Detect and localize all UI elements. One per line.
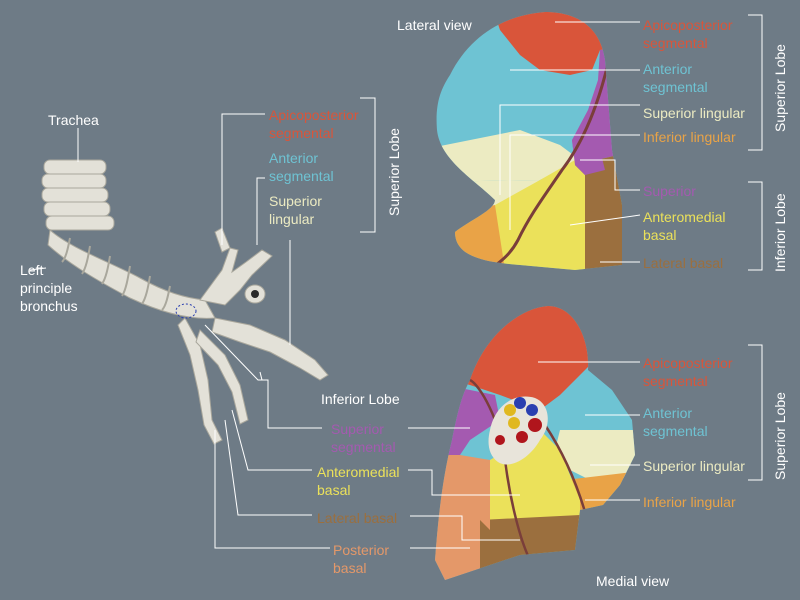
lateral-region-lateral-basal bbox=[575, 150, 622, 270]
carina-marker-icon bbox=[175, 303, 197, 319]
medial-apicoposterior-label: Apicoposterior segmental bbox=[643, 355, 733, 389]
bronchus-cross-section-icon-2 bbox=[508, 417, 520, 429]
medial-inferior-lingular-label: Inferior lingular bbox=[643, 494, 736, 510]
lower-branch-shape bbox=[177, 317, 223, 445]
pulmonary-artery-icon-2 bbox=[526, 404, 538, 416]
lateral-superior-label: Superior bbox=[643, 183, 696, 199]
lateral-anterior-label: Anterior segmental bbox=[643, 61, 708, 95]
bronchus-cross-section-icon bbox=[504, 404, 516, 416]
bronchus-anterior-label: Anterior segmental bbox=[269, 150, 334, 184]
lateral-view-title: Lateral view bbox=[397, 17, 472, 33]
lingular-branch-shape bbox=[211, 317, 329, 381]
medial-region-lateral-basal bbox=[480, 515, 590, 580]
medial-region-posterior-basal bbox=[435, 455, 490, 580]
left-bronchus-label: Left principle bronchus bbox=[20, 262, 78, 314]
bronchus-lateral-basal-label: Lateral basal bbox=[317, 510, 398, 526]
lateral-inferior-lobe-label: Inferior Lobe bbox=[772, 193, 788, 272]
lateral-lung bbox=[436, 12, 622, 270]
bronchus-rings bbox=[61, 237, 171, 311]
medial-view-title: Medial view bbox=[596, 573, 670, 589]
medial-superior-lobe-label: Superior Lobe bbox=[772, 392, 788, 480]
leader-lines bbox=[29, 14, 763, 549]
pulmonary-vein-icon-3 bbox=[495, 435, 505, 445]
upper-branch-shape bbox=[199, 247, 273, 306]
lateral-superior-lingular-label: Superior lingular bbox=[643, 105, 745, 121]
medial-lung bbox=[435, 306, 635, 580]
lower-branch-shape-2 bbox=[195, 329, 249, 425]
bronchus-inferior-lobe-label: Inferior Lobe bbox=[321, 391, 400, 407]
lateral-lateral-basal-label: Lateral basal bbox=[643, 255, 724, 271]
medial-region-superior-lingular bbox=[555, 430, 635, 485]
bronchus-superior-segmental-label: Superior segmental bbox=[331, 421, 396, 455]
lateral-superior-lobe-label: Superior Lobe bbox=[772, 44, 788, 132]
lateral-anteromedial-basal-label: Anteromedial basal bbox=[643, 209, 726, 243]
medial-anterior-label: Anterior segmental bbox=[643, 405, 708, 439]
medial-superior-lingular-label: Superior lingular bbox=[643, 458, 745, 474]
pulmonary-vein-icon bbox=[528, 418, 542, 432]
lateral-region-superior-purple-lower bbox=[572, 140, 605, 175]
bronchus-apicoposterior-label: Apicoposterior segmental bbox=[269, 107, 359, 141]
bronchus-superior-lingular-label: Superior lingular bbox=[269, 193, 322, 227]
trachea-label: Trachea bbox=[48, 112, 99, 128]
pulmonary-vein-icon-2 bbox=[516, 431, 528, 443]
pulmonary-artery-icon bbox=[514, 397, 526, 409]
bronchus-anteromedial-basal-label: Anteromedial basal bbox=[317, 464, 400, 498]
lateral-fissure bbox=[491, 54, 612, 270]
bronchus-lumen-icon bbox=[251, 290, 259, 298]
hilum bbox=[488, 396, 548, 465]
bronchus-superior-lobe-label: Superior Lobe bbox=[386, 128, 402, 216]
lateral-apicoposterior-label: Apicoposterior segmental bbox=[643, 17, 733, 51]
trachea-shape bbox=[41, 159, 115, 231]
lateral-inferior-lingular-label: Inferior lingular bbox=[643, 129, 736, 145]
bronchus-posterior-basal-label: Posterior basal bbox=[333, 542, 390, 576]
bronchial-tree bbox=[41, 159, 329, 445]
